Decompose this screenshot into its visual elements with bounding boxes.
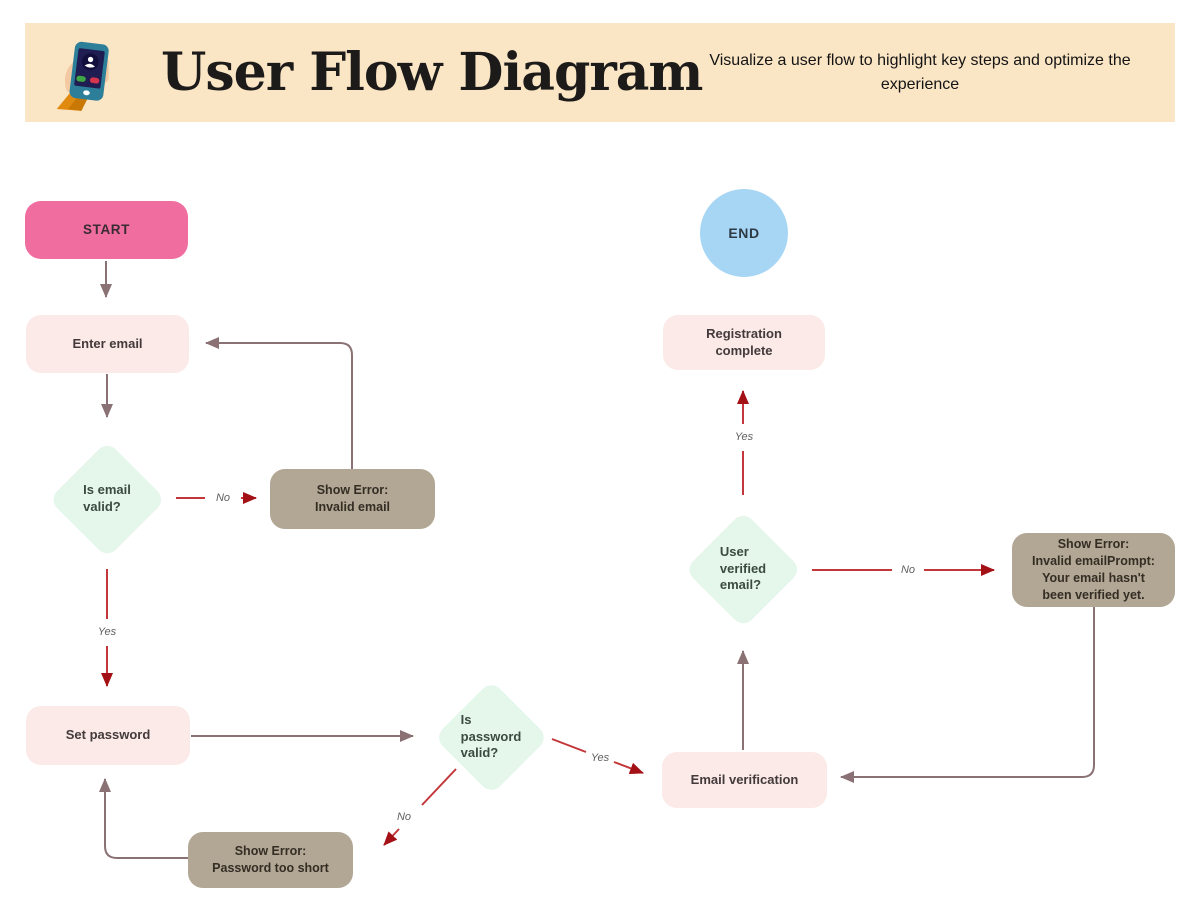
edge-error2-back-to-set-password — [99, 778, 188, 859]
edge-no2-arrow — [383, 828, 400, 846]
edge-label-yes-verified: Yes — [732, 431, 756, 443]
node-end-label: END — [728, 224, 760, 241]
node-end: END — [700, 189, 788, 277]
node-error-not-verified-label: Show Error: Invalid emailPrompt: Your em… — [1032, 537, 1155, 602]
node-registration-complete-label: Registration complete — [706, 325, 782, 358]
node-enter-email: Enter email — [26, 315, 189, 373]
node-user-verified-email: User verified email? — [684, 510, 802, 628]
node-is-email-valid-label: Is email valid? — [83, 482, 131, 514]
node-registration-complete: Registration complete — [663, 315, 825, 370]
node-error-password-short-label: Show Error: Password too short — [212, 844, 329, 875]
phone-call-icon — [56, 41, 109, 111]
node-error-password-short: Show Error: Password too short — [188, 832, 353, 888]
node-is-password-valid-label: Is password valid? — [460, 711, 522, 761]
node-user-verified-email-label: User verified email? — [719, 543, 767, 593]
edge-yes2-segment — [551, 738, 587, 753]
page-title: User Flow Diagram — [161, 42, 703, 103]
edge-label-yes-password: Yes — [588, 752, 612, 764]
node-start-label: START — [83, 222, 130, 238]
node-is-email-valid: Is email valid? — [48, 440, 166, 558]
node-enter-email-label: Enter email — [72, 335, 143, 351]
header-banner: User Flow Diagram Visualize a user flow … — [25, 23, 1175, 122]
node-error-invalid-email: Show Error: Invalid email — [270, 469, 435, 529]
edge-label-no-email: No — [213, 492, 233, 504]
edge-error3-back-to-email-verification — [840, 607, 1095, 783]
edge-label-no-password: No — [394, 811, 414, 823]
node-start: START — [25, 201, 188, 259]
edge-label-yes-email: Yes — [95, 626, 119, 638]
edge-error1-back-to-enter-email — [205, 337, 353, 469]
edge-yes2-arrow — [613, 761, 644, 774]
node-is-password-valid: Is password valid? — [433, 679, 549, 795]
node-error-not-verified: Show Error: Invalid emailPrompt: Your em… — [1012, 533, 1175, 607]
page-subtitle: Visualize a user flow to highlight key s… — [709, 52, 1131, 93]
node-set-password: Set password — [26, 706, 190, 765]
node-set-password-label: Set password — [65, 727, 151, 743]
edge-label-no-verified: No — [898, 564, 918, 576]
edge-no2-segment — [421, 768, 457, 806]
node-email-verification-label: Email verification — [690, 771, 799, 787]
node-email-verification: Email verification — [662, 752, 827, 808]
node-error-invalid-email-label: Show Error: Invalid email — [314, 483, 391, 514]
